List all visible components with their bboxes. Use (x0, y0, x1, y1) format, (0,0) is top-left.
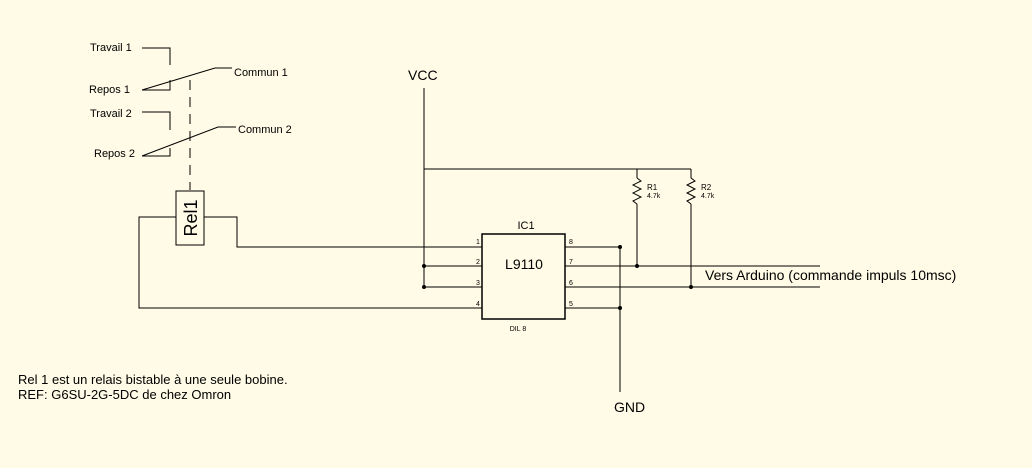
gnd-label: GND (614, 399, 645, 415)
commun-1-blade (141, 67, 232, 91)
commun-2-label: Commun 2 (238, 124, 292, 136)
coil-wire-pin4 (138, 216, 482, 309)
note-line-2: REF: G6SU-2G-5DC de chez Omron (18, 387, 231, 402)
repos-2-wire (142, 148, 171, 157)
junction-vcc-pin3 (422, 285, 426, 289)
coil-wire-pin1 (204, 216, 482, 248)
commun-1-label: Commun 1 (234, 67, 288, 79)
ic-body (481, 233, 566, 320)
r1-body (631, 177, 643, 205)
note-line-1: Rel 1 est un relais bistable à une seule… (18, 372, 288, 387)
relay-coil-box (175, 190, 205, 246)
junction-vcc-pin2 (422, 264, 426, 268)
repos-1-label: Repos 1 (89, 84, 130, 96)
ic-pin-8: 8 (569, 239, 573, 246)
r1-value: 4.7k (647, 193, 661, 200)
output-label: Vers Arduino (commande impuls 10msc) (705, 267, 956, 283)
ic-pin-7: 7 (569, 259, 573, 266)
relay-coil: Rel1 (175, 190, 205, 246)
travail-1-wire (142, 47, 171, 65)
travail-2-label: Travail 2 (90, 108, 132, 120)
ic-l9110: IC1 L9110 DIL 8 1 2 3 4 8 7 6 5 (476, 220, 573, 333)
relay-contacts: Travail 1 Repos 1 Commun 1 Travail 2 Rep… (89, 42, 292, 190)
travail-2-wire (142, 111, 171, 130)
ic-pin-3: 3 (476, 280, 480, 287)
r1-ref: R1 (647, 183, 658, 192)
r2-value: 4.7k (701, 193, 715, 200)
resistor-r1: R1 4.7k (631, 169, 661, 266)
vcc-label: VCC (408, 67, 438, 83)
junction-gnd-pin5 (618, 306, 622, 310)
ic-part-name: L9110 (505, 256, 543, 272)
ic-pin-5: 5 (569, 301, 573, 308)
travail-1-label: Travail 1 (90, 42, 132, 54)
relay-coil-label: Rel1 (181, 199, 201, 236)
r2-body (685, 177, 697, 205)
repos-1-wire (142, 80, 171, 91)
junction-gnd-pin8 (618, 245, 622, 249)
resistor-r2: R2 4.7k (685, 169, 715, 287)
ic-package: DIL 8 (510, 326, 527, 333)
commun-2-blade (141, 126, 236, 157)
ic-pin-4: 4 (476, 301, 480, 308)
r2-ref: R2 (701, 183, 712, 192)
ic-pin-6: 6 (569, 280, 573, 287)
ic-pin-2: 2 (476, 259, 480, 266)
repos-2-label: Repos 2 (94, 148, 135, 160)
ic-pin-1: 1 (476, 239, 480, 246)
ic-ref: IC1 (517, 220, 534, 232)
